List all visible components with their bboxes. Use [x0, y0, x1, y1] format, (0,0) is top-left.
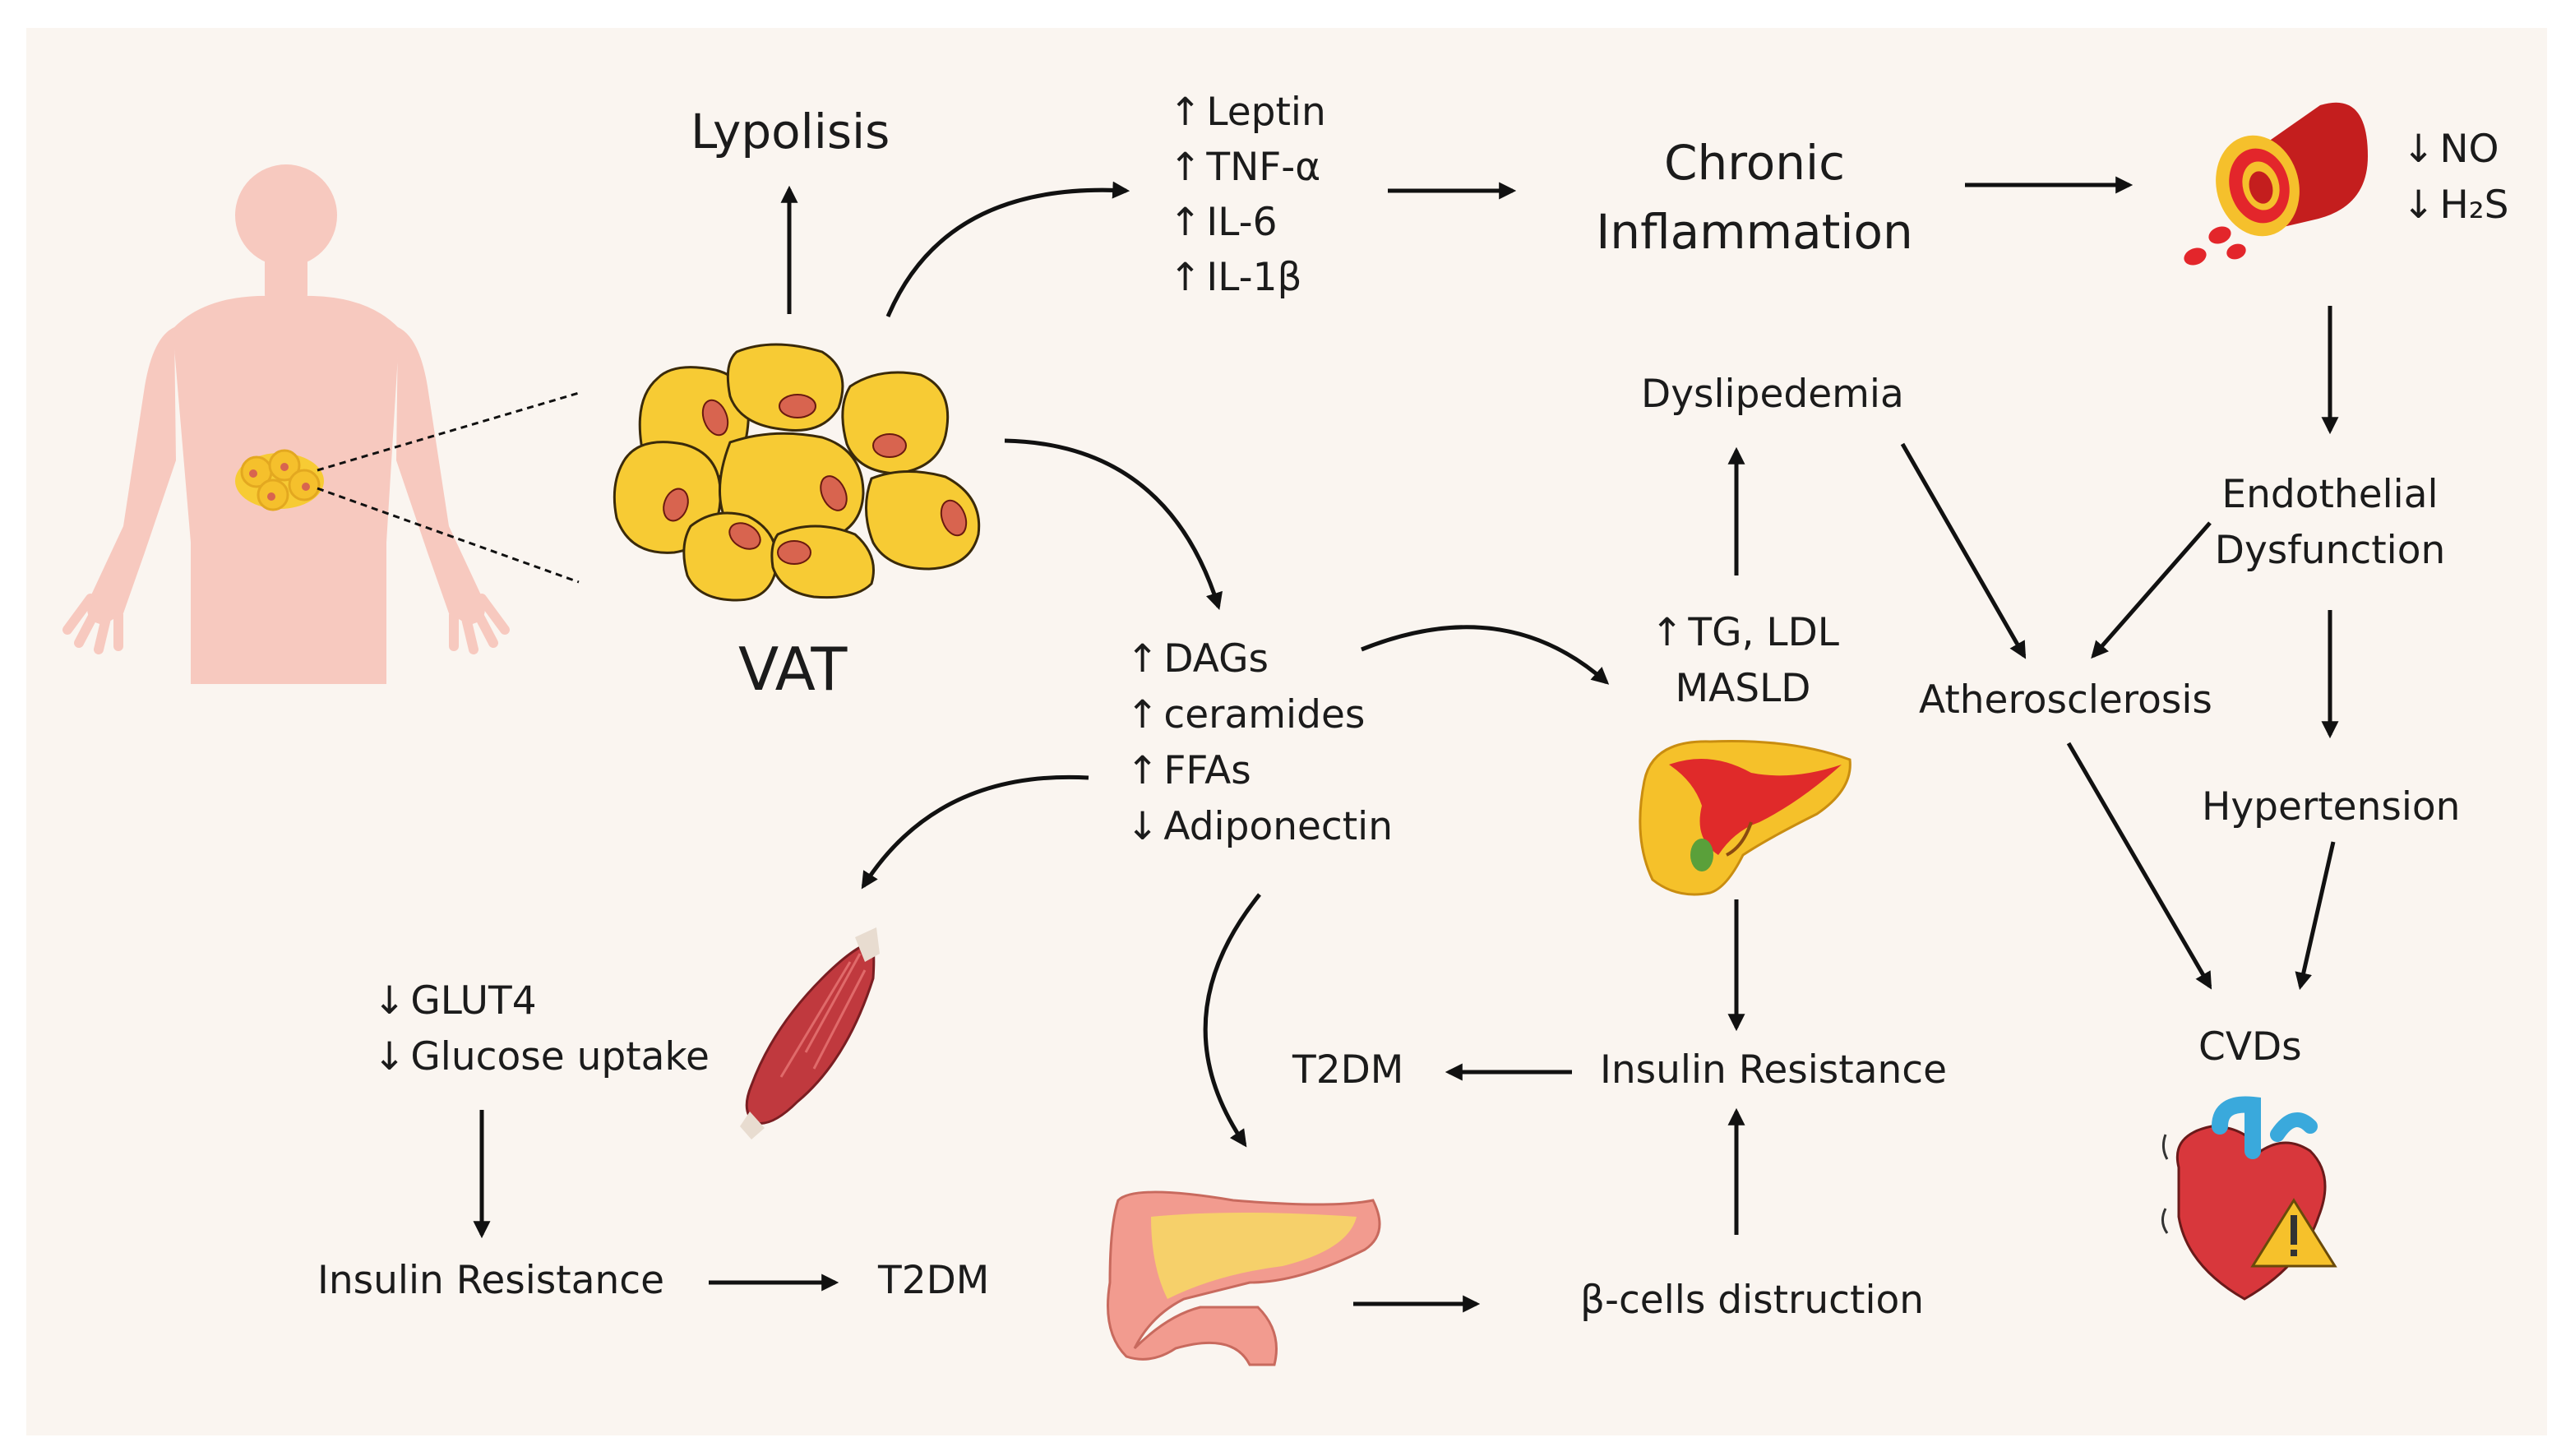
- label-vat: VAT: [738, 635, 848, 704]
- arrow-vat-lipids: [1004, 438, 1223, 611]
- label-cvds: CVDs: [2198, 1024, 2302, 1070]
- label-inflammation: Inflammation: [1596, 204, 1913, 260]
- arrow-lipids-liver: [1361, 625, 1610, 685]
- fat-cells-icon: [613, 343, 981, 602]
- zoom-dashed-lines: [317, 391, 580, 584]
- muscle-icon: [740, 927, 880, 1139]
- lipid-ffas: ↑FFAs: [1126, 748, 1251, 793]
- label-dyslipedemia: Dyslipedemia: [1641, 372, 1904, 417]
- arrow-lipids-pancreas: [1203, 893, 1261, 1148]
- arrow-vat-cytokines: [885, 181, 1130, 317]
- arrow-endothelial-atherosclerosis: [2091, 521, 2212, 659]
- label-t2dm-center: T2DM: [1292, 1047, 1404, 1093]
- arrow-dyslipedemia-atherosclerosis: [1900, 442, 2027, 659]
- diagram-background: [26, 28, 2547, 1435]
- cytokine-tnf: ↑TNF-α: [1169, 145, 1321, 190]
- label-t2dm-left: T2DM: [878, 1258, 990, 1303]
- lipid-adiponectin: ↓Adiponectin: [1126, 804, 1394, 849]
- lipid-dags: ↑DAGs: [1126, 636, 1269, 682]
- arrow-lipids-muscle: [861, 774, 1089, 890]
- cytokine-leptin: ↑Leptin: [1169, 90, 1326, 135]
- label-hypertension: Hypertension: [2202, 784, 2461, 830]
- liver-masld: MASLD: [1675, 666, 1811, 711]
- label-h2s: ↓H₂S: [2402, 183, 2509, 228]
- muscle-glut4: ↓GLUT4: [373, 978, 537, 1024]
- label-no: ↓NO: [2402, 127, 2499, 172]
- human-body-icon: [62, 164, 510, 684]
- label-dysfunction: Dysfunction: [2214, 528, 2446, 573]
- label-insulin-resistance-liver: Insulin Resistance: [1600, 1047, 1948, 1093]
- arrow-atherosclerosis-cvds: [2066, 742, 2212, 990]
- label-lypolisis: Lypolisis: [691, 104, 890, 159]
- lipid-ceramides: ↑ceramides: [1126, 692, 1366, 737]
- pancreas-icon: [1107, 1190, 1381, 1366]
- label-beta-cells: β-cells distruction: [1580, 1278, 1925, 1323]
- label-insulin-resistance-muscle: Insulin Resistance: [317, 1258, 665, 1303]
- abdominal-fat-icon: [235, 449, 324, 511]
- blood-vessel-icon: [2184, 102, 2368, 266]
- label-atherosclerosis: Atherosclerosis: [1919, 677, 2212, 723]
- cytokine-il1b: ↑IL-1β: [1169, 255, 1302, 300]
- muscle-glucose-uptake: ↓Glucose uptake: [373, 1034, 710, 1079]
- label-chronic: Chronic: [1663, 135, 1846, 191]
- arrow-hypertension-cvds: [2295, 841, 2336, 991]
- arrows: [473, 176, 2339, 1313]
- label-endothelial: Endothelial: [2221, 472, 2439, 517]
- heart-warning-icon: [2161, 1096, 2337, 1301]
- liver-tg-ldl: ↑TG, LDL: [1651, 610, 1839, 655]
- liver-icon: [1639, 739, 1852, 896]
- cytokine-il6: ↑IL-6: [1169, 200, 1278, 245]
